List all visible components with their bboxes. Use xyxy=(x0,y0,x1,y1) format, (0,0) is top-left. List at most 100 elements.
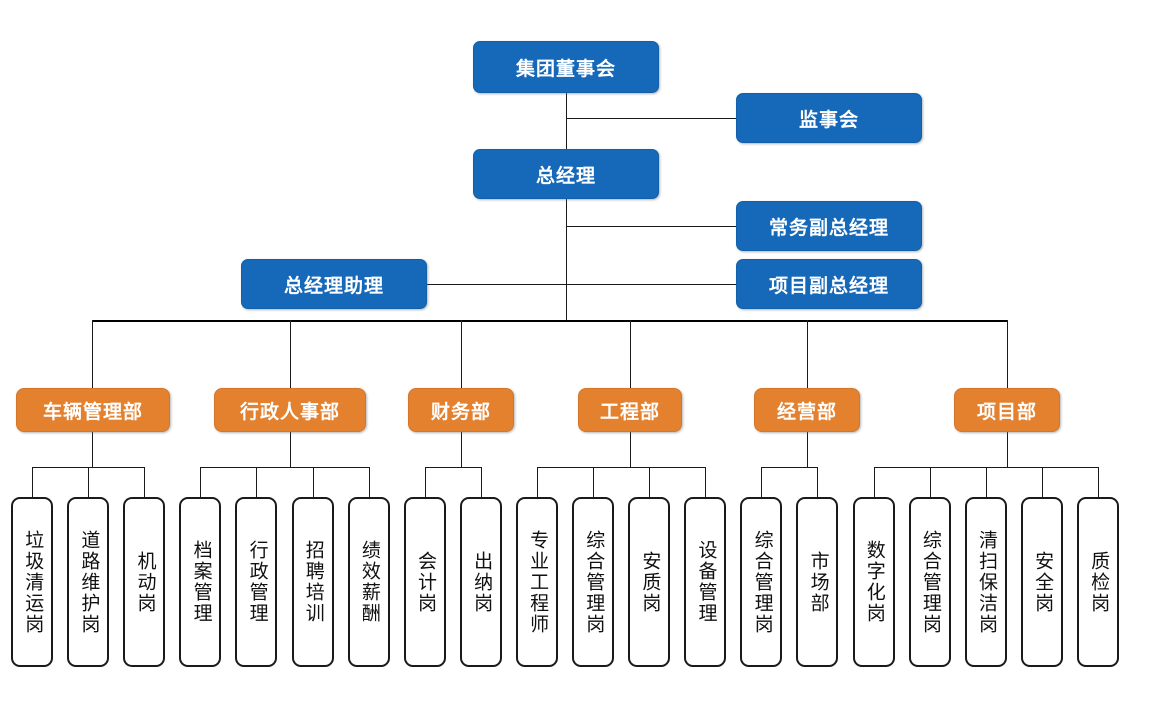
exec-vice-gm-node-label: 常务副总经理 xyxy=(768,217,889,239)
edge-department-3-stem xyxy=(630,432,631,467)
edge-sub-to-post-3 xyxy=(200,467,202,497)
edge-sub-to-post-9 xyxy=(536,467,538,497)
edge-sub-to-post-1 xyxy=(88,467,90,497)
post-node-1-label: 道路维护岗 xyxy=(78,529,100,635)
edge-gm-to-trunk xyxy=(566,199,567,320)
post-node-9[interactable]: 专业工程师 xyxy=(515,497,558,667)
post-node-8-label: 出纳岗 xyxy=(471,550,493,614)
post-node-17[interactable]: 清扫保洁岗 xyxy=(964,497,1007,667)
project-vice-gm-node[interactable]: 项目副总经理 xyxy=(736,259,922,309)
post-node-18[interactable]: 安全岗 xyxy=(1020,497,1063,667)
edge-sub-to-post-5 xyxy=(312,467,314,497)
edge-sub-to-post-19 xyxy=(1097,467,1099,497)
post-node-10[interactable]: 综合管理岗 xyxy=(572,497,614,667)
general-manager-node[interactable]: 总经理 xyxy=(473,149,659,199)
edge-sub-to-post-11 xyxy=(649,467,651,497)
edge-board-to-gm xyxy=(566,93,567,149)
post-node-12[interactable]: 设备管理 xyxy=(684,497,727,667)
post-node-5-label: 招聘培训 xyxy=(302,540,324,624)
post-node-12-label: 设备管理 xyxy=(695,540,717,624)
edge-sub-to-post-8 xyxy=(480,467,482,497)
edge-sub-to-post-4 xyxy=(256,467,258,497)
post-node-6[interactable]: 绩效薪酬 xyxy=(347,497,390,667)
gm-assistant-node[interactable]: 总经理助理 xyxy=(241,259,427,309)
edge-department-1-bar xyxy=(200,467,369,468)
board-node[interactable]: 集团董事会 xyxy=(473,41,659,93)
edge-sub-to-post-14 xyxy=(817,467,819,497)
edge-sub-to-post-17 xyxy=(985,467,987,497)
edge-sub-to-post-18 xyxy=(1041,467,1043,497)
post-node-0[interactable]: 垃圾清运岗 xyxy=(11,497,53,667)
edge-department-4-bar xyxy=(761,467,818,468)
post-node-13-label: 综合管理岗 xyxy=(751,529,773,635)
post-node-7[interactable]: 会计岗 xyxy=(403,497,446,667)
edge-spine-to-supervisory xyxy=(566,118,736,119)
edge-sub-to-post-13 xyxy=(761,467,763,497)
edge-department-1-stem xyxy=(290,432,291,467)
department-node-4-label: 经营部 xyxy=(776,401,837,423)
general-manager-node-label: 总经理 xyxy=(535,165,596,187)
post-node-4[interactable]: 行政管理 xyxy=(235,497,278,667)
post-node-14-label: 市场部 xyxy=(807,550,829,614)
edge-trunk-to-department-4 xyxy=(807,320,808,388)
supervisory-board-node[interactable]: 监事会 xyxy=(736,93,922,143)
post-node-3-label: 档案管理 xyxy=(190,540,212,624)
edge-sub-to-post-6 xyxy=(368,467,370,497)
post-node-9-label: 专业工程师 xyxy=(527,529,549,635)
department-node-2-label: 财务部 xyxy=(430,401,491,423)
post-node-18-label: 安全岗 xyxy=(1032,550,1054,614)
post-node-5[interactable]: 招聘培训 xyxy=(291,497,334,667)
edge-trunk-to-department-5 xyxy=(1007,320,1008,388)
department-node-3-label: 工程部 xyxy=(599,401,660,423)
post-node-10-label: 综合管理岗 xyxy=(583,529,605,635)
edge-department-5-stem xyxy=(1007,432,1008,467)
edge-trunk-to-department-2 xyxy=(461,320,462,388)
supervisory-board-node-label: 监事会 xyxy=(798,109,859,131)
edge-spine-to-project-vice-gm xyxy=(566,284,736,285)
post-node-11[interactable]: 安质岗 xyxy=(628,497,671,667)
post-node-4-label: 行政管理 xyxy=(246,540,268,624)
edge-spine-to-exec-vice-gm xyxy=(566,226,736,227)
edge-sub-to-post-16 xyxy=(929,467,931,497)
post-node-19-label: 质检岗 xyxy=(1088,550,1110,614)
department-node-1[interactable]: 行政人事部 xyxy=(214,388,366,432)
exec-vice-gm-node[interactable]: 常务副总经理 xyxy=(736,201,922,251)
edge-trunk-to-department-0 xyxy=(92,320,93,388)
edge-department-0-stem xyxy=(92,432,93,467)
department-node-3[interactable]: 工程部 xyxy=(578,388,682,432)
post-node-2[interactable]: 机动岗 xyxy=(123,497,166,667)
department-node-5[interactable]: 项目部 xyxy=(954,388,1060,432)
department-node-0-label: 车辆管理部 xyxy=(42,401,143,423)
edge-sub-to-post-0 xyxy=(32,467,33,497)
edge-sub-to-post-10 xyxy=(593,467,594,497)
edge-sub-to-post-15 xyxy=(873,467,875,497)
edge-department-3-bar xyxy=(536,467,706,468)
edge-gm-assistant-to-spine xyxy=(427,284,566,285)
edge-trunk-to-department-1 xyxy=(290,320,291,388)
post-node-7-label: 会计岗 xyxy=(414,550,436,614)
edge-department-trunk-bar xyxy=(92,320,1007,322)
gm-assistant-node-label: 总经理助理 xyxy=(283,275,384,297)
post-node-0-label: 垃圾清运岗 xyxy=(22,529,44,635)
post-node-15[interactable]: 数字化岗 xyxy=(852,497,895,667)
post-node-19[interactable]: 质检岗 xyxy=(1076,497,1119,667)
post-node-8[interactable]: 出纳岗 xyxy=(459,497,502,667)
post-node-16-label: 综合管理岗 xyxy=(919,529,941,635)
post-node-3[interactable]: 档案管理 xyxy=(179,497,222,667)
board-node-label: 集团董事会 xyxy=(515,58,616,80)
post-node-16[interactable]: 综合管理岗 xyxy=(908,497,951,667)
department-node-1-label: 行政人事部 xyxy=(239,401,340,423)
edge-department-4-stem xyxy=(807,432,808,467)
post-node-11-label: 安质岗 xyxy=(639,550,661,614)
post-node-13[interactable]: 综合管理岗 xyxy=(740,497,783,667)
edge-department-2-bar xyxy=(424,467,481,468)
post-node-17-label: 清扫保洁岗 xyxy=(975,529,997,635)
post-node-14[interactable]: 市场部 xyxy=(796,497,839,667)
edge-trunk-to-department-3 xyxy=(630,320,631,388)
post-node-1[interactable]: 道路维护岗 xyxy=(67,497,110,667)
department-node-4[interactable]: 经营部 xyxy=(754,388,860,432)
edge-department-2-stem xyxy=(461,432,462,467)
department-node-0[interactable]: 车辆管理部 xyxy=(16,388,170,432)
department-node-2[interactable]: 财务部 xyxy=(408,388,514,432)
